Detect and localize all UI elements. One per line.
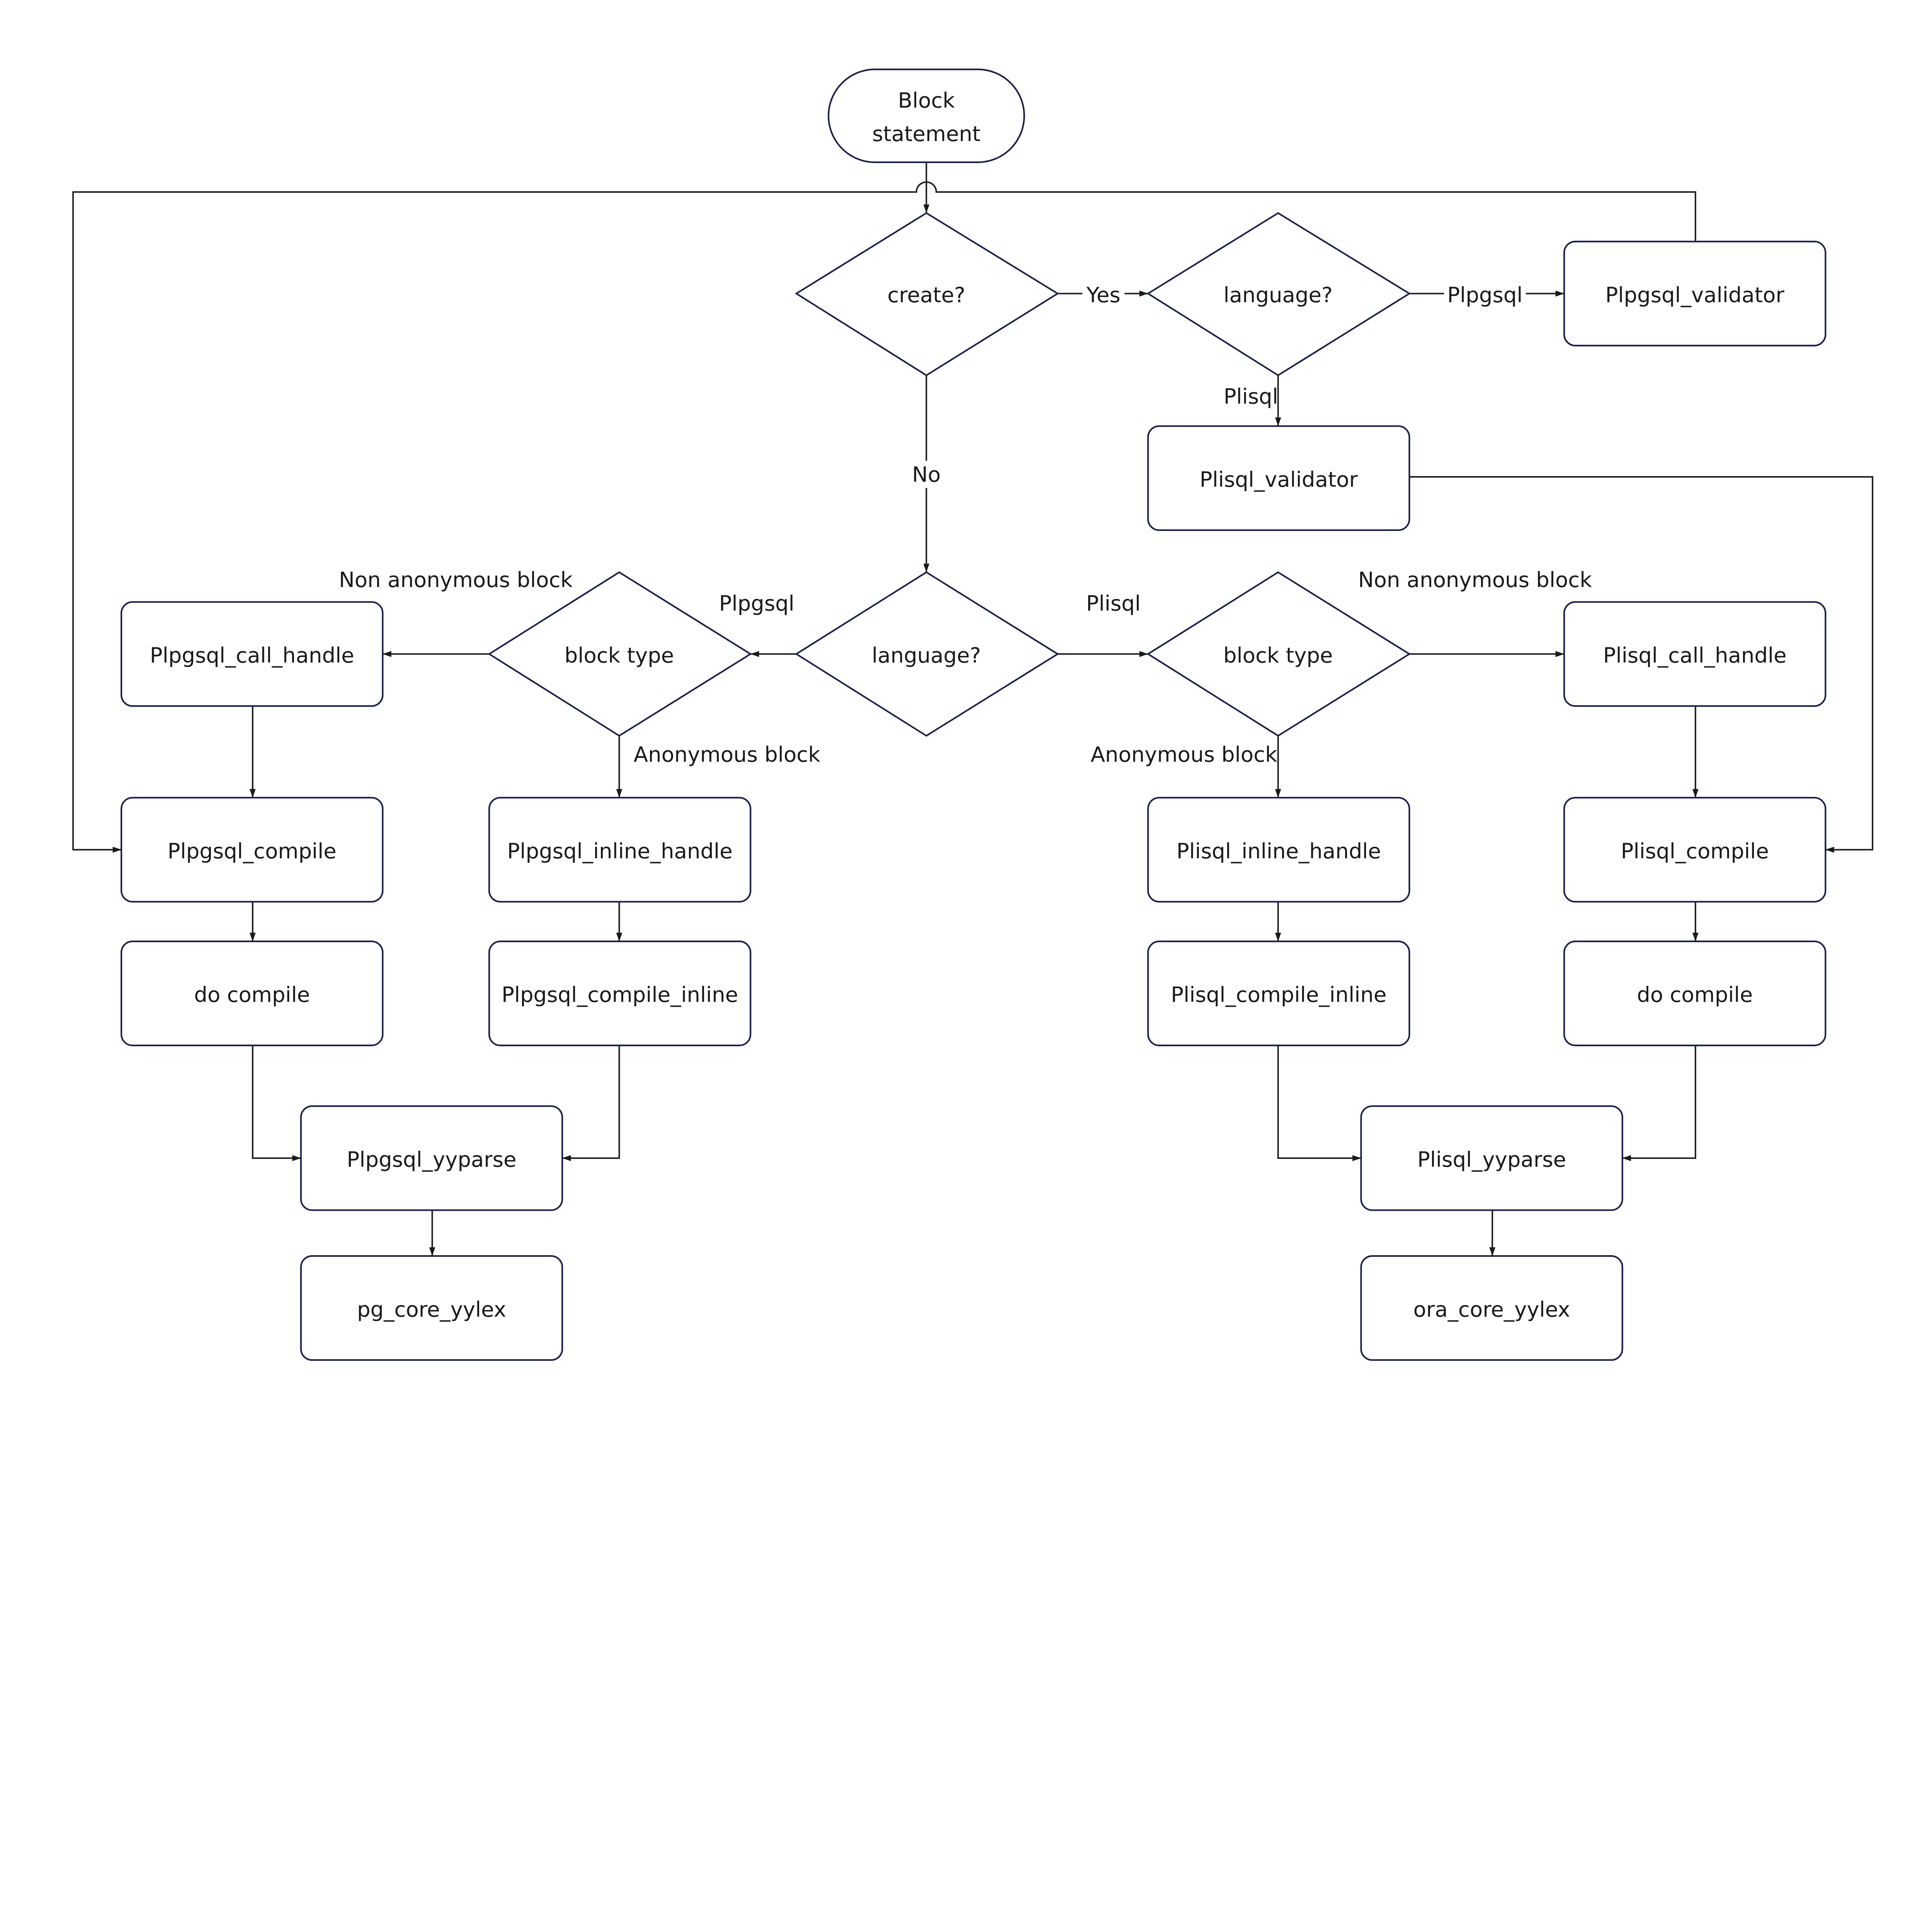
process-box [121,601,384,707]
edges [72,162,1874,1256]
label-plpgsql-top: Plpgsql [1447,283,1522,307]
process-box-text: Plpgsql_compile_inline [502,982,738,1007]
decision-block-type-left-text: block type [565,643,674,668]
process-box-text: Plisql_compile_inline [1171,982,1386,1007]
node-plpgsql-compile-inline: Plpgsql_compile_inline [488,940,752,1047]
label-plisql-top: Plisql [1224,384,1278,409]
node-ora-core-yylex: ora_core_yylex [1360,1255,1623,1361]
process-box-text: Plpgsql_inline_handle [507,839,733,863]
node-pg-core-yylex: pg_core_yylex [300,1255,563,1361]
label-anon-left: Anonymous block [634,742,820,767]
process-box [1360,1105,1623,1211]
label-non-anon-right: Non anonymous block [1358,567,1592,592]
label-non-anon-left: Non anonymous block [339,567,573,592]
node-plisql-compile: Plisql_compile [1563,797,1827,903]
edge-labels: Yes Plpgsql Plisql No Plpgsql Plisql Non… [339,281,1592,767]
process-boxes: Plpgsql_validatorPlisql_validatorPlpgsql… [121,240,1827,1361]
node-plisql-yyparse: Plisql_yyparse [1360,1105,1623,1211]
decision-language-mid: language? [794,571,1060,737]
process-box-text: Plisql_compile [1621,839,1769,863]
label-no: No [912,462,940,487]
label-plpgsql-mid: Plpgsql [719,591,794,616]
edge-validator-loop [72,181,1696,853]
process-box-text: Plpgsql_yyparse [347,1147,516,1172]
node-do-compile-left: do compile [121,940,384,1047]
process-box [1147,940,1410,1047]
process-box-text: ora_core_yylex [1413,1297,1570,1322]
process-box-text: Plisql_validator [1200,467,1358,492]
process-box-text: Plisql_inline_handle [1177,839,1381,863]
node-plisql-validator: Plisql_validator [1147,425,1410,531]
process-box-text: do compile [194,982,310,1007]
node-plisql-inline-handle: Plisql_inline_handle [1147,797,1410,903]
node-plpgsql-validator: Plpgsql_validator [1563,240,1827,347]
process-box-text: do compile [1637,982,1753,1007]
process-box [121,940,384,1047]
decision-language-top: language? [1146,212,1411,376]
process-box [488,797,752,903]
decision-language-top-text: language? [1223,283,1333,307]
label-plisql-mid: Plisql [1086,591,1141,616]
label-anon-right: Anonymous block [1091,742,1277,767]
process-box [488,940,752,1047]
process-box [1147,797,1410,903]
process-box [1563,940,1827,1047]
process-box [1563,797,1827,903]
decision-block-type-right-text: block type [1223,643,1333,668]
edge-y4 [1622,1045,1696,1161]
edge-plisql-validator-compile [1409,476,1874,853]
process-box [300,1255,563,1361]
process-box-text: Plpgsql_call_handle [150,643,354,668]
edge-y1 [252,1045,301,1161]
decision-block-type-right: block type [1146,571,1411,737]
start-line1: Block [898,88,955,113]
node-plpgsql-call-handle: Plpgsql_call_handle [121,601,384,707]
process-box [300,1105,563,1211]
process-box [1147,425,1410,531]
decision-create-text: create? [888,283,966,307]
edge-y2 [562,1045,620,1161]
process-box [1360,1255,1623,1361]
process-box-text: Plisql_call_handle [1603,643,1787,668]
decision-create: create? [794,212,1060,376]
process-box [121,797,384,903]
process-box [1563,240,1827,347]
node-plisql-compile-inline: Plisql_compile_inline [1147,940,1410,1047]
decision-language-mid-text: language? [872,643,981,668]
node-plpgsql-inline-handle: Plpgsql_inline_handle [488,797,752,903]
label-yes: Yes [1086,283,1121,307]
start-line2: statement [872,121,980,146]
process-box [1563,601,1827,707]
edge-y3 [1277,1045,1361,1161]
process-box-text: pg_core_yylex [357,1297,506,1322]
node-start: Block statement [828,68,1025,163]
process-box-text: Plpgsql_compile [168,839,337,863]
process-box-text: Plisql_yyparse [1417,1147,1566,1172]
decision-block-type-left: block type [488,571,752,737]
process-box-text: Plpgsql_validator [1605,283,1785,307]
flowchart: Yes Plpgsql Plisql No Plpgsql Plisql Non… [72,68,1874,1361]
node-do-compile-right: do compile [1563,940,1827,1047]
node-plpgsql-yyparse: Plpgsql_yyparse [300,1105,563,1211]
node-plpgsql-compile: Plpgsql_compile [121,797,384,903]
node-plisql-call-handle: Plisql_call_handle [1563,601,1827,707]
